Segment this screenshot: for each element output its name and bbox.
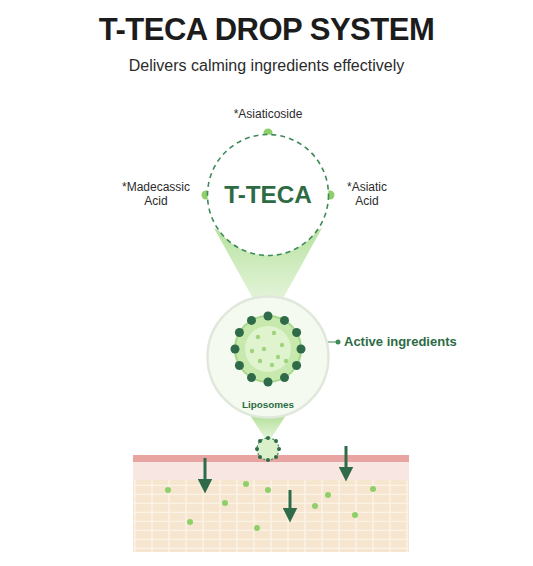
ingredient-label: *Asiaticoside [208,107,328,121]
dermis-layer [133,480,409,552]
lipid-head [235,328,244,337]
epidermis-layer [133,462,409,480]
active-ingredient-dot [276,355,280,359]
ingredient-dots [165,481,376,531]
liposome-dots [255,436,281,462]
ingredient-label: *Madecassic Acid [112,180,200,209]
active-ingredient-dot [272,331,276,335]
lipid-head [247,373,256,382]
node-title: T-TECA [206,181,330,209]
node-label: Liposomes [206,399,330,410]
active-ingredient-dot [284,359,288,363]
ingredient-label: *Asiatic Acid [336,180,398,209]
lipid-head [247,316,256,325]
lipid-head [292,328,301,337]
callout-label: Active ingredients [344,334,494,350]
leader-dot [336,340,341,345]
lipid-head [235,361,244,370]
title: T-TECA DROP SYSTEM [0,12,533,48]
active-ingredient-dot [262,347,266,351]
active-ingredient-dot [250,349,254,353]
active-ingredient-dot [270,363,274,367]
lipid-head [292,361,301,370]
liposome-sphere [235,316,301,382]
lipid-head [231,345,240,354]
ingredient-circle: T-TECA [206,133,330,257]
subtitle: Delivers calming ingredients effectively [0,56,533,75]
lipid-head [280,373,289,382]
active-ingredient-dot [280,343,284,347]
penetration-arrows [205,446,346,515]
lipid-head [280,316,289,325]
liposome-circle: Liposomes [206,295,330,419]
lipid-head [264,378,273,387]
active-ingredient-dot [256,335,260,339]
active-ingredient-dot [258,359,262,363]
liposome-core [245,326,291,372]
small-liposome [257,438,279,460]
dermis-texture [133,480,409,552]
lipid-head [297,345,306,354]
lipid-head [264,312,273,321]
